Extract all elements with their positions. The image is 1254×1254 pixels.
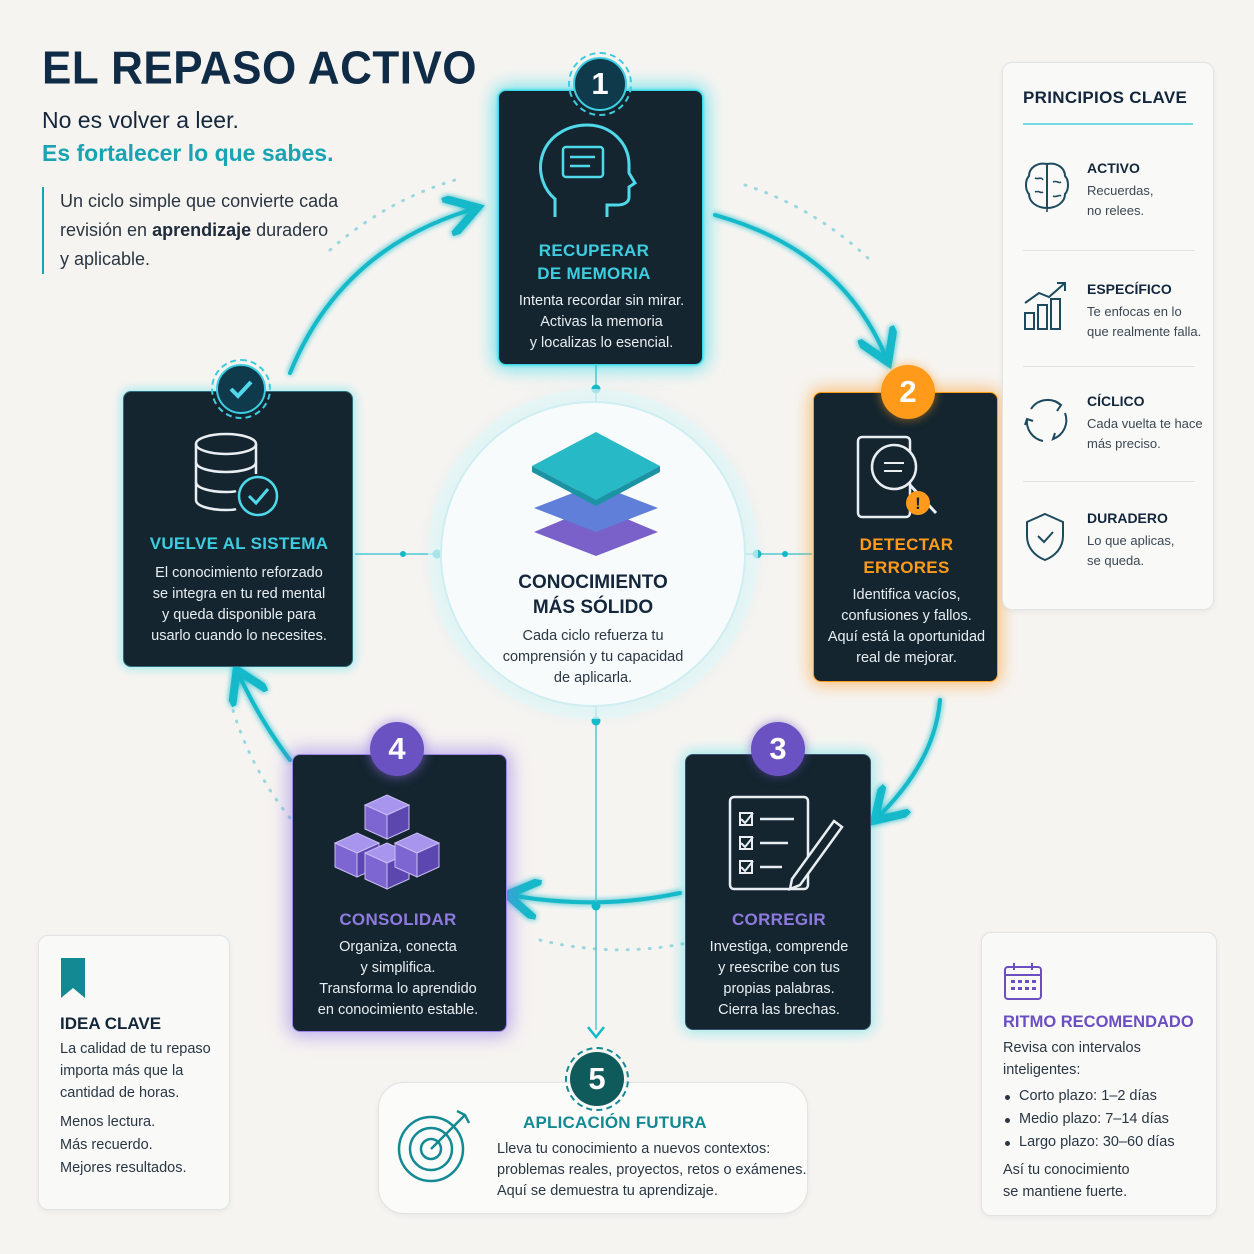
arrow-2-to-3 — [880, 698, 942, 815]
ritmo-item: Medio plazo: 7–14 días — [1003, 1108, 1213, 1131]
arrow-3-to-4 — [515, 893, 682, 902]
step-3-badge: 3 — [751, 722, 805, 776]
step-1-badge: 1 — [573, 57, 627, 111]
bar-chart-icon — [1024, 282, 1066, 330]
vuelve-desc: El conocimiento reforzado se integra en … — [151, 565, 327, 644]
step-5-ring — [565, 1047, 629, 1111]
idea-title: IDEA CLAVE — [60, 1014, 162, 1033]
ritmo-item: Corto plazo: 1–2 días — [1003, 1085, 1213, 1108]
step-card-detectar: ! DETECTAR ERRORES Identifica vacíos, co… — [813, 392, 998, 682]
bookmark-icon — [61, 958, 85, 998]
arrow-5-to-1 — [288, 210, 470, 375]
center-title: CONOCIMIENTO MÁS SÓLIDO — [518, 572, 668, 618]
step-1-title: RECUPERAR DE MEMORIA — [537, 241, 651, 283]
check-icon — [216, 364, 266, 414]
step-2-desc: Identifica vacíos, confusiones y fallos.… — [827, 587, 986, 666]
head-icon — [539, 123, 638, 217]
principles-panel: PRINCIPIOS CLAVE ACTIVO Recuerdas, no re… — [1002, 62, 1214, 610]
step-4-title: CONSOLIDAR — [339, 910, 457, 929]
ritmo-title: RITMO RECOMENDADO — [1003, 1013, 1194, 1031]
step-card-vuelve: VUELVE AL SISTEMA El conocimiento reforz… — [123, 391, 353, 667]
ritmo-panel: RITMO RECOMENDADO Revisa con intervalos … — [981, 932, 1217, 1216]
arrow-1-to-2 — [713, 213, 885, 355]
aplicacion-desc: Lleva tu conocimiento a nuevos contextos… — [497, 1141, 807, 1199]
intro-bold: aprendizaje — [152, 220, 252, 240]
ritmo-intro: Revisa con intervalos inteligentes: — [1003, 1040, 1141, 1078]
brain-icon — [1025, 162, 1069, 212]
shield-icon — [1026, 512, 1064, 562]
cubes-icon — [333, 794, 441, 890]
center-desc: Cada ciclo refuerza tu comprensión y tu … — [502, 628, 684, 686]
intro-text: Un ciclo simple que convierte cada revis… — [42, 187, 342, 274]
checklist-pen-icon — [728, 795, 844, 892]
principles-underline — [1023, 123, 1193, 125]
step-3-title: CORREGIR — [731, 910, 826, 929]
tagline-secondary: Es fortalecer lo que sabes. — [42, 140, 334, 166]
layers-icon — [532, 432, 660, 556]
vuelve-title: VUELVE AL SISTEMA — [149, 534, 329, 553]
step-card-recuperar: RECUPERAR DE MEMORIA Intenta recordar si… — [498, 90, 703, 365]
svg-text:!: ! — [915, 494, 921, 513]
ritmo-outro: Así tu conocimiento se mantiene fuerte. — [1003, 1162, 1130, 1200]
step-1-desc: Intenta recordar sin mirar. Activas la m… — [518, 293, 685, 351]
tagline-primary: No es volver a leer. — [42, 107, 239, 133]
ritmo-item: Largo plazo: 30–60 días — [1003, 1131, 1213, 1154]
step-1-ring — [568, 52, 632, 116]
idea-desc: La calidad de tu repaso importa más que … — [60, 1041, 211, 1101]
aplicacion-title: APLICACIÓN FUTURA — [523, 1113, 707, 1132]
step-4-badge: 4 — [370, 722, 424, 776]
step-2-badge: 2 — [881, 365, 935, 419]
step-4-desc: Organiza, conecta y simplifica. Transfor… — [317, 939, 479, 1018]
idea-panel: IDEA CLAVE La calidad de tu repaso impor… — [38, 935, 230, 1210]
magnifier-doc-icon: ! — [856, 435, 938, 519]
check-ring — [211, 359, 271, 419]
step-2-title: DETECTAR ERRORES — [859, 535, 954, 577]
principles-title: PRINCIPIOS CLAVE — [1023, 88, 1188, 107]
step-3-desc: Investiga, comprende y reescribe con tus… — [709, 939, 849, 1018]
step-card-consolidar: CONSOLIDAR Organiza, conecta y simplific… — [292, 754, 507, 1032]
cycle-icon — [1024, 398, 1068, 442]
target-icon — [397, 1109, 471, 1183]
arrow-4-to-vuelve — [240, 677, 292, 762]
database-check-icon — [194, 432, 279, 517]
page-title: EL REPASO ACTIVO — [42, 42, 478, 95]
step-card-corregir: CORREGIR Investiga, comprende y reescrib… — [685, 754, 871, 1030]
ritmo-list: Corto plazo: 1–2 días Medio plazo: 7–14 … — [1003, 1085, 1213, 1154]
idea-lines: Menos lectura. Más recuerdo. Mejores res… — [60, 1114, 187, 1176]
step-5-badge: 5 — [570, 1052, 624, 1106]
calendar-icon — [1004, 963, 1042, 1000]
